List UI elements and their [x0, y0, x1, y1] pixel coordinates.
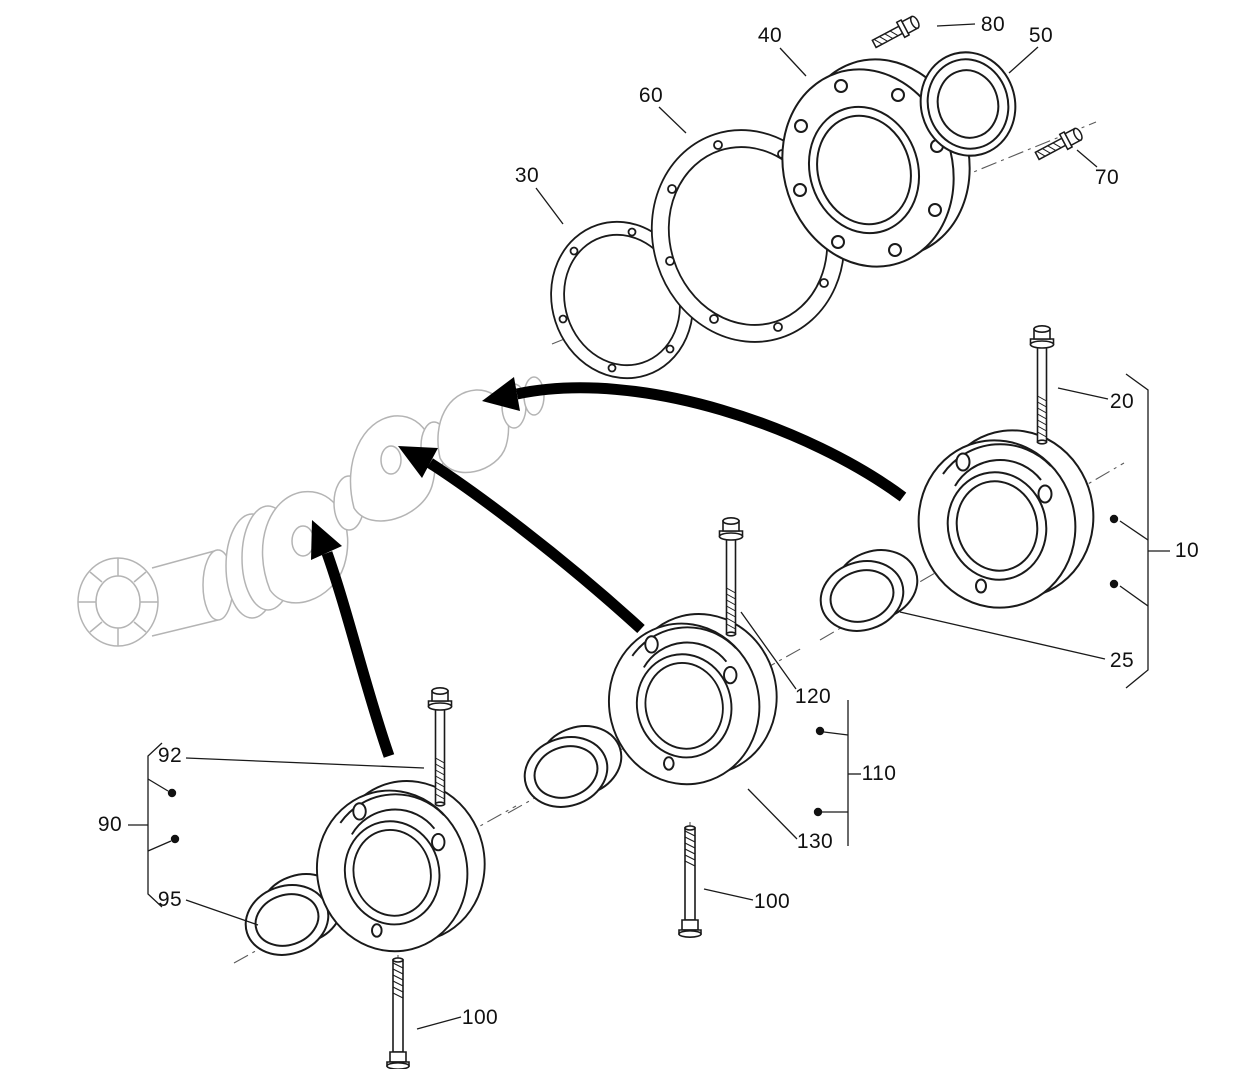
callout-10: 10 [1174, 539, 1200, 562]
callout-50: 50 [1028, 24, 1054, 47]
callout-60: 60 [638, 84, 664, 107]
stud-100-bottom [386, 957, 410, 1069]
bearing-cap-middle [591, 597, 795, 802]
callout-70: 70 [1094, 166, 1120, 189]
bearing-housing-40 [781, 58, 971, 268]
callout-25: 25 [1109, 649, 1135, 672]
callout-80: 80 [980, 13, 1006, 36]
callout-30: 30 [514, 164, 540, 187]
bolt-20 [1029, 324, 1055, 445]
callout-92: 92 [157, 744, 183, 767]
seal-ring-50 [919, 51, 1017, 157]
callout-95: 95 [157, 888, 183, 911]
stud-100-middle [678, 825, 702, 939]
callout-90: 90 [97, 813, 123, 836]
bearing-cap-right [899, 412, 1113, 626]
callout-40: 40 [757, 24, 783, 47]
callout-120: 120 [794, 685, 832, 708]
leader-lines [128, 23, 1170, 1030]
callout-20: 20 [1109, 390, 1135, 413]
assembly-arrows [311, 377, 907, 758]
bolt-80 [869, 12, 923, 53]
bearing-shell-25 [810, 538, 928, 643]
callout-130: 130 [796, 830, 834, 853]
crankshaft-ghost [77, 376, 545, 647]
callout-100-mid: 100 [753, 890, 791, 913]
callout-110: 110 [861, 762, 897, 785]
bearing-cap-left [299, 764, 503, 969]
callout-100-bottom: 100 [461, 1006, 499, 1029]
